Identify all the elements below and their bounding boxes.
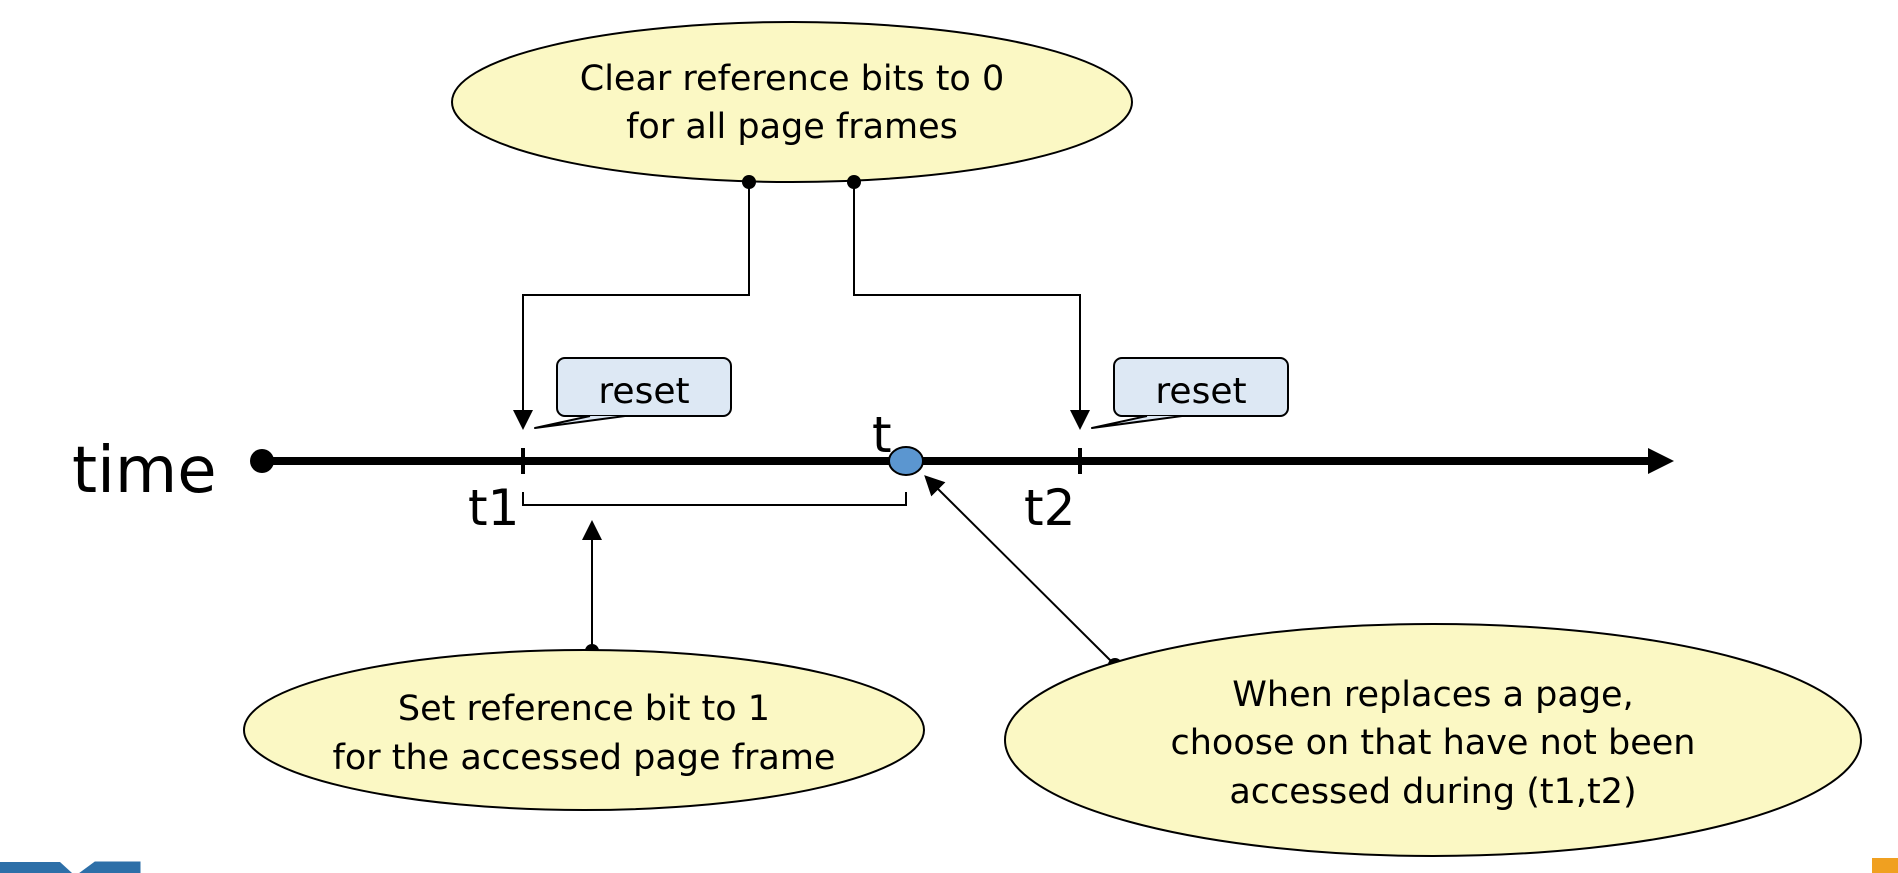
t1-label: t1 <box>468 479 519 537</box>
replace-note-line-2: choose on that have not been <box>1171 723 1696 763</box>
reset-label-left: reset <box>598 371 689 412</box>
replace-note-line-3: accessed during (t1,t2) <box>1229 772 1636 812</box>
t2-label: t2 <box>1024 479 1075 537</box>
clear-reference-note: Clear reference bits to 0 for all page f… <box>451 21 1133 183</box>
clear-note-line-2: for all page frames <box>626 107 958 147</box>
reset-label-right: reset <box>1155 371 1246 412</box>
set-reference-note: Set reference bit to 1 for the accessed … <box>243 649 925 811</box>
connector-to-t1 <box>513 182 750 430</box>
replace-page-note: When replaces a page, choose on that hav… <box>1004 623 1862 857</box>
footer-logo-right <box>1872 858 1898 873</box>
reset-callout-left: reset <box>534 357 732 429</box>
axis-arrowhead <box>1648 448 1674 474</box>
time-axis-label: time <box>72 434 217 508</box>
set-note-line-1: Set reference bit to 1 <box>398 689 770 729</box>
clear-note-connectors <box>513 182 1090 430</box>
clear-note-line-1: Clear reference bits to 0 <box>580 59 1004 99</box>
footer-logo-left <box>0 861 141 873</box>
interval-bracket <box>522 492 907 506</box>
connector-dot-right <box>847 175 861 189</box>
current-time-marker <box>888 446 924 476</box>
replace-note-line-1: When replaces a page, <box>1232 675 1633 715</box>
time-axis: time t1 t2 t <box>72 406 1674 537</box>
reset-callout-right: reset <box>1091 357 1289 429</box>
replace-note-arrow <box>924 475 1116 666</box>
t-label: t <box>872 406 892 464</box>
connector-to-t2 <box>853 182 1090 430</box>
set-note-line-2: for the accessed page frame <box>333 738 836 778</box>
connector-dot-left <box>742 175 756 189</box>
